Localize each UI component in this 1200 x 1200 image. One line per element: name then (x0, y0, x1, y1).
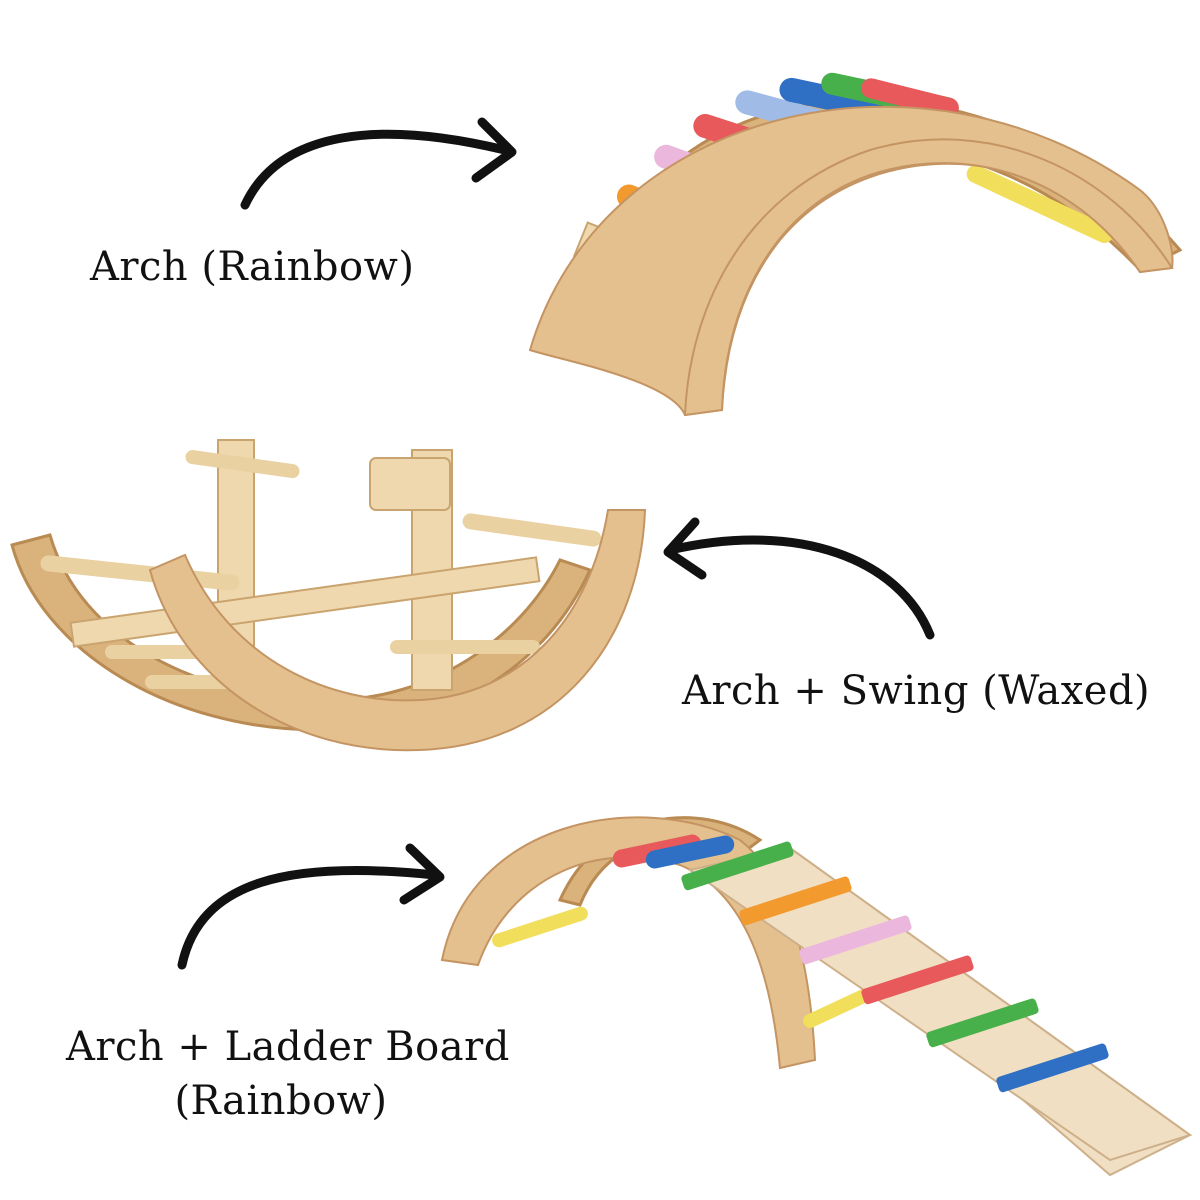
caption-arch: Arch (Rainbow) (90, 240, 414, 294)
ladder-board-top (687, 846, 1193, 1162)
slat (799, 915, 912, 965)
rung (861, 78, 959, 118)
slat (926, 998, 1039, 1048)
rung (462, 513, 602, 547)
arch-rainbow-image (528, 72, 1183, 417)
caption-arch-ladder: Arch + Ladder Board (Rainbow) (66, 1020, 510, 1128)
caption-ladder-line2: (Rainbow) (174, 1078, 388, 1124)
curved-arrow-left-icon (663, 517, 935, 640)
slat (681, 841, 794, 891)
handle (185, 450, 300, 479)
arch-swing-image (10, 439, 647, 752)
caption-swing-text: Arch + Swing (Waxed) (682, 668, 1151, 714)
caption-arch-text: Arch (Rainbow) (90, 244, 415, 290)
rung (390, 640, 540, 654)
rung (966, 164, 1114, 244)
seat-back (369, 457, 451, 511)
caption-ladder-line1: Arch + Ladder Board (66, 1024, 510, 1070)
caption-arch-swing: Arch + Swing (Waxed) (682, 664, 1150, 718)
rung (492, 906, 588, 948)
slat (996, 1043, 1109, 1093)
slat (861, 955, 974, 1005)
slat (739, 876, 852, 926)
curved-arrow-right-icon (177, 843, 445, 970)
rung (645, 835, 735, 869)
curved-arrow-right-icon (240, 117, 517, 210)
arch-ladder-image (440, 816, 1193, 1177)
rung (803, 986, 877, 1028)
